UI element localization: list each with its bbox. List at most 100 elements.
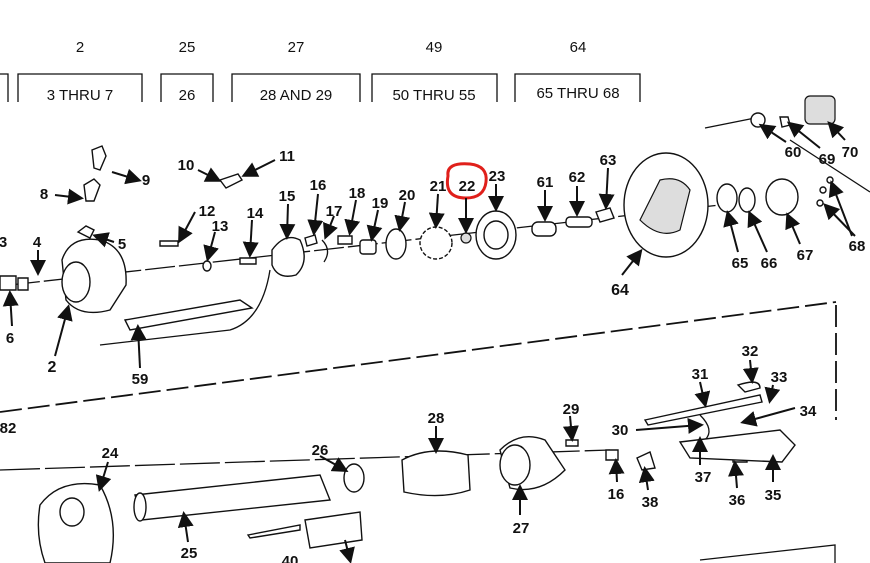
label-17: 17: [326, 203, 343, 220]
label-21: 21: [430, 178, 447, 195]
label-4: 4: [33, 234, 42, 251]
header-group-4: 49 50 THRU 55: [371, 39, 498, 104]
label-16b: 16: [608, 486, 625, 503]
leader-arrow: [242, 219, 259, 258]
leader-arrow: [694, 381, 711, 408]
label-5: 5: [118, 236, 126, 253]
leader-arrow: [54, 188, 84, 205]
label-64: 64: [611, 282, 629, 299]
leader-arrow: [394, 201, 411, 232]
leader-arrow: [279, 203, 296, 240]
leader-arrow: [740, 407, 796, 427]
label-63: 63: [600, 152, 617, 169]
leader-arrow: [339, 539, 355, 563]
label-3: 3: [0, 234, 7, 251]
label-19: 19: [372, 195, 389, 212]
label-2: 2: [48, 359, 57, 376]
header-group-1: 2 3 THRU 7: [17, 39, 143, 104]
label-6: 6: [6, 330, 14, 347]
label-35: 35: [765, 487, 782, 504]
label-37: 37: [695, 469, 712, 486]
group-range: 65 THRU 68: [536, 85, 619, 102]
label-40: 40: [282, 553, 299, 563]
label-32: 32: [742, 343, 759, 360]
leader-arrow: [307, 193, 324, 236]
label-61: 61: [537, 174, 554, 191]
leader-arrow: [177, 511, 194, 543]
group-range: 28 AND 29: [260, 87, 333, 104]
leader-arrow: [621, 248, 643, 276]
label-69: 69: [819, 151, 836, 168]
leader-arrow: [747, 210, 768, 253]
label-26: 26: [312, 442, 329, 459]
leader-arrow: [428, 193, 445, 229]
label-24: 24: [102, 445, 119, 462]
leader-arrow: [764, 384, 781, 404]
leader-arrow: [319, 455, 349, 472]
leader-arrow: [323, 215, 338, 240]
leader-arrow: [742, 359, 759, 384]
leader-arrow: [785, 212, 801, 245]
leader-arrow: [828, 180, 853, 237]
leader-arrow: [562, 415, 579, 442]
leader-arrow: [178, 211, 196, 244]
label-30: 30: [612, 422, 629, 439]
label-66: 66: [761, 255, 778, 272]
leader-arrow: [54, 304, 73, 357]
group-number: 25: [179, 39, 196, 56]
group-range: 3 THRU 7: [47, 87, 113, 104]
leader-arrow: [95, 461, 112, 492]
leader-arrow: [203, 231, 219, 262]
leader-arrow: [786, 121, 821, 149]
leader-arrow: [130, 324, 147, 369]
label-18: 18: [349, 185, 366, 202]
leader-arrow: [197, 167, 222, 182]
label-33: 33: [771, 369, 788, 386]
label-22: 22: [459, 178, 476, 195]
leader-arrow: [344, 199, 361, 236]
leader-arrow: [608, 458, 625, 483]
leader-arrow: [758, 123, 787, 143]
section-box-bottom: [699, 544, 836, 563]
group-range: 50 THRU 55: [392, 87, 475, 104]
leader-arrow: [2, 290, 19, 327]
leader-arrow: [723, 210, 739, 253]
label-23: 23: [489, 168, 506, 185]
header-group-2: 25 26: [160, 39, 214, 104]
leader-arrow: [827, 121, 846, 141]
label-67: 67: [797, 247, 814, 264]
label-20: 20: [399, 187, 416, 204]
label-68: 68: [849, 238, 866, 255]
section-divider: [0, 301, 837, 413]
group-range: 26: [179, 87, 196, 104]
label-29: 29: [563, 401, 580, 418]
group-number: 27: [288, 39, 305, 56]
label-82: 82: [0, 420, 16, 437]
leader-arrow: [111, 168, 142, 185]
label-59: 59: [132, 371, 149, 388]
label-9: 9: [142, 172, 150, 189]
label-36: 36: [729, 492, 746, 509]
label-8: 8: [40, 186, 48, 203]
leader-arrow: [241, 159, 276, 177]
group-number: 2: [76, 39, 84, 56]
label-12: 12: [199, 203, 216, 220]
label-15: 15: [279, 188, 296, 205]
group-number: 64: [570, 39, 587, 56]
label-70: 70: [842, 144, 859, 161]
part-shapes-lower: [37, 381, 796, 563]
header-bracket-partial: [0, 73, 9, 102]
label-65: 65: [732, 255, 749, 272]
label-16: 16: [310, 177, 327, 194]
section-divider-top-right: [704, 117, 870, 193]
leader-arrow: [638, 466, 655, 491]
label-31: 31: [692, 366, 709, 383]
leader-arrow: [728, 460, 744, 489]
label-14: 14: [247, 205, 264, 222]
part-shapes-upper: [0, 95, 836, 346]
label-38: 38: [642, 494, 659, 511]
leader-arrow: [366, 209, 383, 242]
header-group-5: 64 65 THRU 68: [514, 39, 641, 102]
